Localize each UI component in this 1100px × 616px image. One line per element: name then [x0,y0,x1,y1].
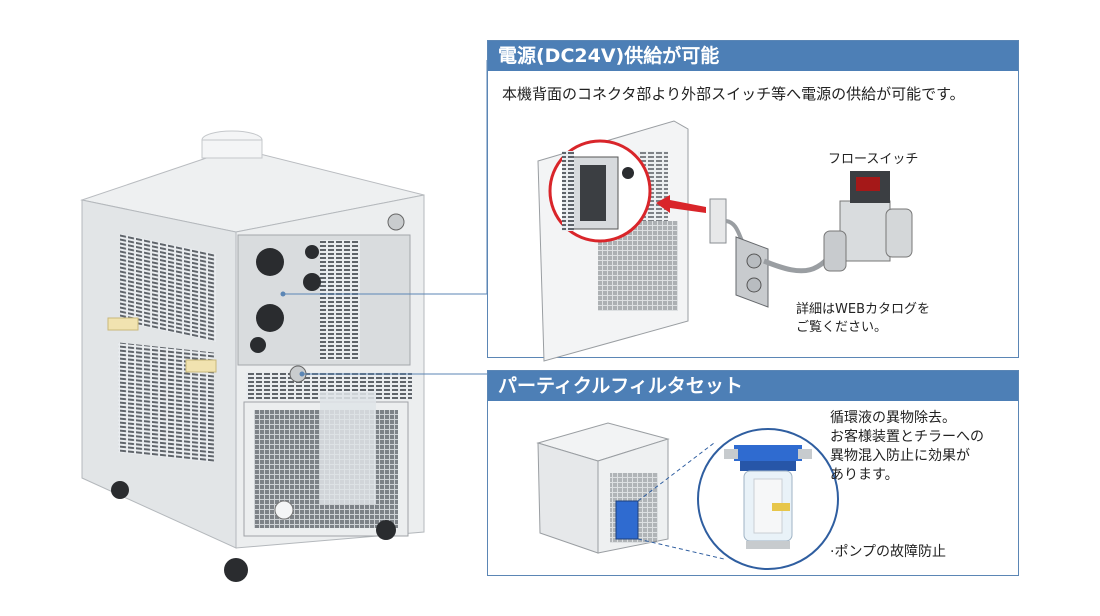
filter-on-unit [615,500,639,540]
flow-switch-body [839,200,891,262]
side-vent-upper [120,233,216,342]
filter-bullet: ·ポンプの故障防止 [830,544,947,560]
power-supply-panel: 電源(DC24V)供給が可能 本機背面のコネクタ部より外部スイッチ等へ電源の供給… [487,40,1019,362]
filter-body-line-4: あります。 [830,467,899,483]
direction-arrow [656,195,706,213]
detail-line-1: 詳細はWEBカタログを [796,302,930,317]
particle-filter-title: パーティクルフィルタセット [488,371,1018,401]
flow-switch-label: フロースイッチ [828,152,919,167]
connector-2 [256,304,284,332]
leader-line-power [283,60,488,295]
power-supply-title: 電源(DC24V)供給が可能 [488,41,1018,71]
chiller-illustration [80,130,425,582]
particle-filter-panel: パーティクルフィルタセット 循環液の異物除去。 お客様装置とチラーへの 異物混入… [487,370,1019,576]
detail-line-2: ご覧ください。 [796,320,888,335]
filter-body-line-3: 異物混入防止に効果が [830,448,970,464]
connector-1 [256,248,284,276]
filter-body-line-2: お客様装置とチラーへの [830,429,984,445]
connector-detail-illustration [537,120,913,362]
filter-body-line-1: 循環液の異物除去。 [830,410,956,426]
filter-illustration [536,422,839,570]
power-supply-description: 本機背面のコネクタ部より外部スイッチ等へ電源の供給が可能です。 [502,85,965,103]
